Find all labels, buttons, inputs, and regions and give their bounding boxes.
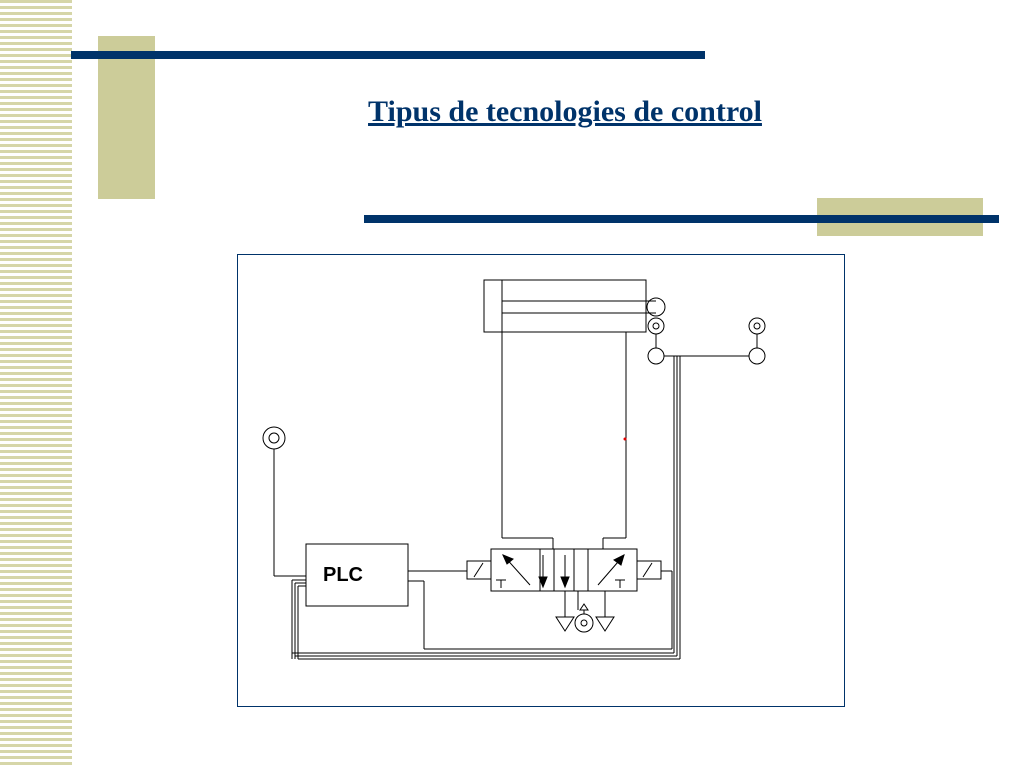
title-rule-top [71,51,705,59]
diagram-frame: PLC [237,254,845,707]
exhaust-and-supply [555,591,615,633]
slide-title: Tipus de tecnologies de control [368,95,762,128]
pneumatic-circuit-diagram: PLC [262,279,766,660]
limit-switch-right [664,317,766,365]
left-stripe-decoration [0,0,72,768]
pneumatic-cylinder [483,279,666,333]
directional-valve [466,548,662,592]
plc-box [305,543,409,607]
title-rule-bottom [364,215,999,223]
limit-switch-left [647,317,665,365]
tan-block-top [98,36,155,199]
push-button-input [262,426,306,577]
red-marker-dot [623,437,627,441]
plc-label: PLC [323,564,363,586]
